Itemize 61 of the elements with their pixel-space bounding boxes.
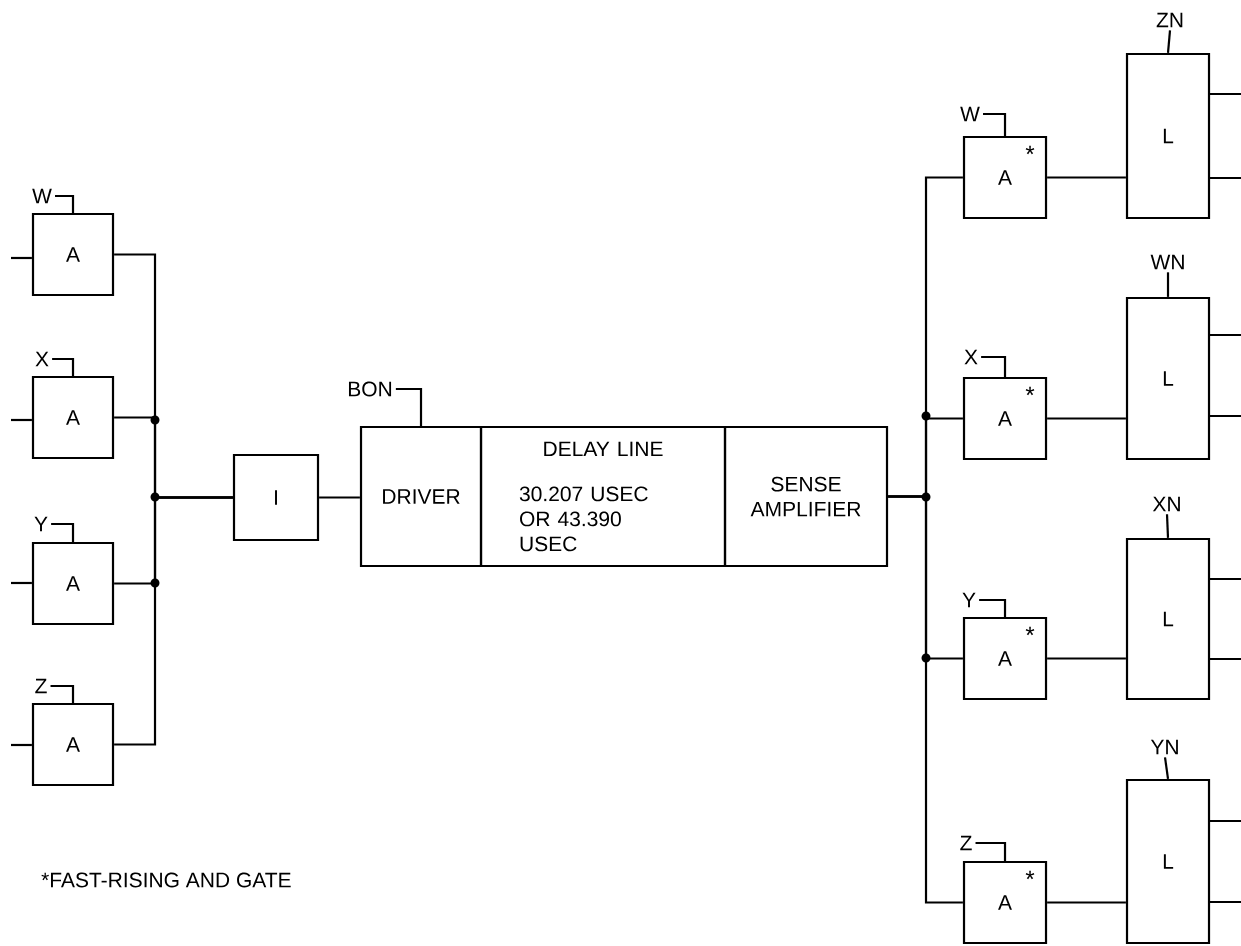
wire <box>1209 657 1241 661</box>
footnote: *FAST-RISING AND GATE <box>41 872 291 888</box>
signal-label: XN <box>1152 496 1180 512</box>
wire <box>319 496 360 499</box>
wire <box>50 684 75 703</box>
signal-label: Z <box>35 678 47 694</box>
signal-label: W <box>32 188 52 204</box>
driver-box: DRIVER <box>359 425 483 568</box>
gate-box: A <box>31 375 115 460</box>
gate-box: A * <box>962 376 1048 461</box>
signal-label: Z <box>960 835 972 851</box>
wire <box>395 387 423 426</box>
latch-box: L <box>1125 537 1211 701</box>
gate-box: A <box>31 212 115 297</box>
signal-label: Y <box>34 516 48 532</box>
wire <box>975 841 1007 861</box>
wire <box>1163 757 1170 780</box>
wire <box>114 496 233 746</box>
wire <box>55 194 75 213</box>
latch-box: L <box>1125 296 1211 461</box>
wire <box>981 355 1007 377</box>
latch-box: L <box>1125 52 1211 220</box>
wire <box>1209 176 1241 180</box>
wire <box>1166 272 1170 297</box>
wire <box>1047 417 1126 420</box>
gate-box: A * <box>962 135 1048 220</box>
wire <box>1209 819 1241 823</box>
wire <box>979 598 1007 617</box>
wire <box>1209 92 1241 96</box>
wire <box>51 522 75 542</box>
signal-label: W <box>960 106 980 122</box>
wire <box>1209 577 1241 581</box>
signal-label: Y <box>962 592 976 608</box>
wire <box>983 112 1007 136</box>
wire <box>1047 657 1126 660</box>
wire <box>52 357 75 376</box>
wire <box>11 418 32 422</box>
wire <box>1209 414 1241 418</box>
wire <box>1165 514 1170 538</box>
gate-box: A * <box>962 860 1048 945</box>
inverter-box: I <box>232 453 320 542</box>
signal-label: X <box>964 349 978 365</box>
wire <box>1209 333 1241 337</box>
signal-label: ZN <box>1156 12 1183 28</box>
amplifier-box: SENSE AMPLIFIER <box>723 425 889 568</box>
wire <box>11 581 32 585</box>
latch-box: L <box>1125 778 1211 945</box>
gate-box: A * <box>962 616 1048 701</box>
signal-label: X <box>35 351 49 367</box>
wire <box>1047 901 1126 904</box>
signal-label: WN <box>1150 254 1184 270</box>
wire <box>1166 30 1172 53</box>
wire <box>1047 176 1126 179</box>
wire <box>888 495 963 904</box>
signal-label: YN <box>1150 739 1178 755</box>
gate-box: A <box>31 541 115 626</box>
gate-box: A <box>31 702 115 787</box>
wire <box>11 743 32 747</box>
wire <box>11 256 32 260</box>
wire <box>1209 900 1241 904</box>
signal-label: BON <box>349 381 392 397</box>
